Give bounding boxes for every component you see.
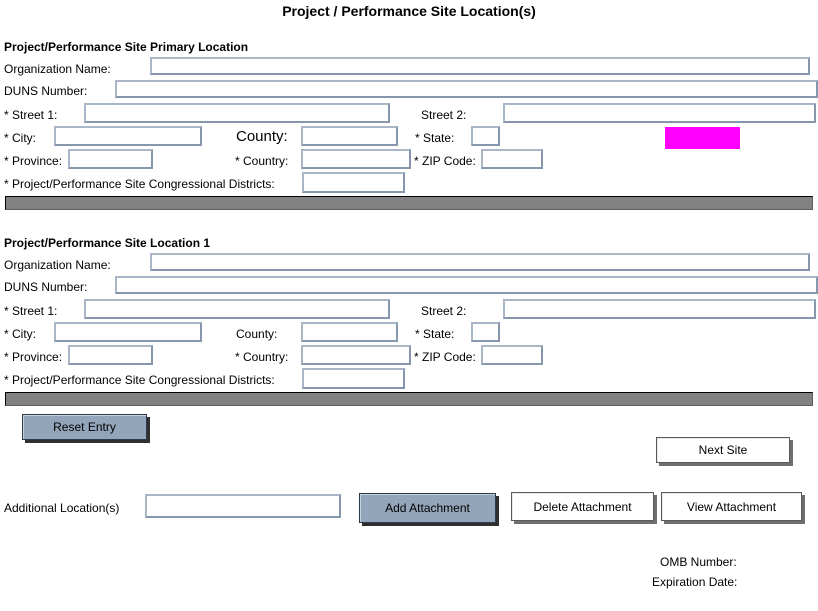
city-label: * City:: [4, 131, 37, 145]
duns-number-label: DUNS Number:: [4, 280, 88, 294]
additional-locations-label: Additional Location(s): [4, 501, 120, 515]
state-label: * State:: [415, 131, 455, 145]
add-attachment-button[interactable]: Add Attachment: [359, 493, 496, 523]
section-divider-bar: [5, 392, 813, 406]
street2-label: Street 2:: [421, 108, 467, 122]
reset-entry-button[interactable]: Reset Entry: [22, 414, 147, 440]
primary-county-input[interactable]: [301, 126, 398, 146]
primary-congressional-districts-input[interactable]: [302, 172, 405, 193]
congressional-districts-label: * Project/Performance Site Congressional…: [4, 373, 275, 387]
congressional-districts-label: * Project/Performance Site Congressional…: [4, 177, 275, 191]
primary-duns-number-input[interactable]: [115, 80, 818, 98]
location1-duns-number-input[interactable]: [115, 276, 818, 294]
primary-city-input[interactable]: [54, 126, 202, 146]
location1-street2-input[interactable]: [503, 299, 816, 319]
next-site-button[interactable]: Next Site: [656, 437, 790, 463]
view-attachment-button[interactable]: View Attachment: [661, 492, 802, 521]
county-label: County:: [236, 128, 288, 145]
country-label: * Country:: [235, 154, 289, 168]
street1-label: * Street 1:: [4, 304, 58, 318]
additional-locations-input[interactable]: [145, 494, 341, 518]
province-label: * Province:: [4, 154, 63, 168]
section-header-primary-location: Project/Performance Site Primary Locatio…: [4, 40, 249, 54]
organization-name-label: Organization Name:: [4, 258, 111, 272]
county-label: County:: [236, 327, 278, 341]
location1-province-input[interactable]: [68, 345, 153, 365]
province-label: * Province:: [4, 350, 63, 364]
primary-country-input[interactable]: [301, 149, 411, 169]
duns-number-label: DUNS Number:: [4, 84, 88, 98]
street2-label: Street 2:: [421, 304, 467, 318]
location1-country-input[interactable]: [301, 345, 411, 365]
location1-county-input[interactable]: [301, 322, 398, 342]
primary-street1-input[interactable]: [84, 103, 390, 123]
zip-code-label: * ZIP Code:: [414, 350, 476, 364]
location1-congressional-districts-input[interactable]: [302, 368, 405, 389]
page-title: Project / Performance Site Location(s): [282, 3, 536, 19]
city-label: * City:: [4, 327, 37, 341]
magenta-highlight-box: [665, 127, 740, 149]
location1-organization-name-input[interactable]: [150, 253, 810, 271]
organization-name-label: Organization Name:: [4, 62, 111, 76]
state-label: * State:: [415, 327, 455, 341]
location1-state-input[interactable]: [471, 322, 500, 342]
country-label: * Country:: [235, 350, 289, 364]
section-header-location-1: Project/Performance Site Location 1: [4, 236, 211, 250]
zip-code-label: * ZIP Code:: [414, 154, 476, 168]
primary-organization-name-input[interactable]: [150, 57, 810, 75]
omb-number-label: OMB Number:: [660, 555, 737, 569]
location1-street1-input[interactable]: [84, 299, 390, 319]
section-divider-bar: [5, 196, 813, 210]
primary-province-input[interactable]: [68, 149, 153, 169]
primary-zip-code-input[interactable]: [481, 149, 543, 169]
primary-street2-input[interactable]: [503, 103, 816, 123]
primary-state-input[interactable]: [471, 126, 500, 146]
location1-zip-code-input[interactable]: [481, 345, 543, 365]
street1-label: * Street 1:: [4, 108, 58, 122]
expiration-date-label: Expiration Date:: [652, 575, 738, 589]
location1-city-input[interactable]: [54, 322, 202, 342]
delete-attachment-button[interactable]: Delete Attachment: [511, 492, 654, 521]
